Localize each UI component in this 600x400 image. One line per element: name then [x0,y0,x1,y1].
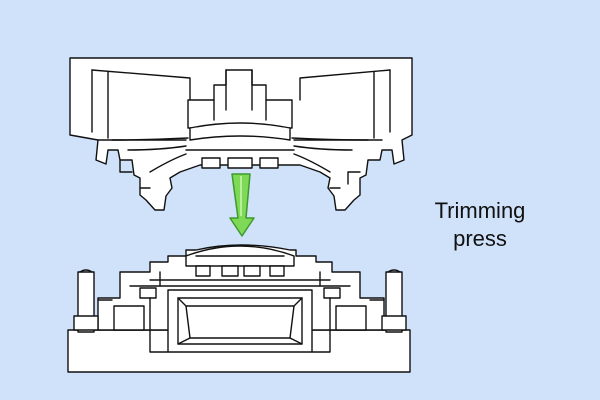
diagram-caption: Trimming press [410,197,550,253]
lower-die [67,244,411,373]
upper-die-trim-edge [189,122,291,141]
caption-line-1: Trimming [434,198,526,223]
down-arrow [229,173,255,237]
upper-die [69,57,413,211]
caption-line-2: press [453,226,507,251]
